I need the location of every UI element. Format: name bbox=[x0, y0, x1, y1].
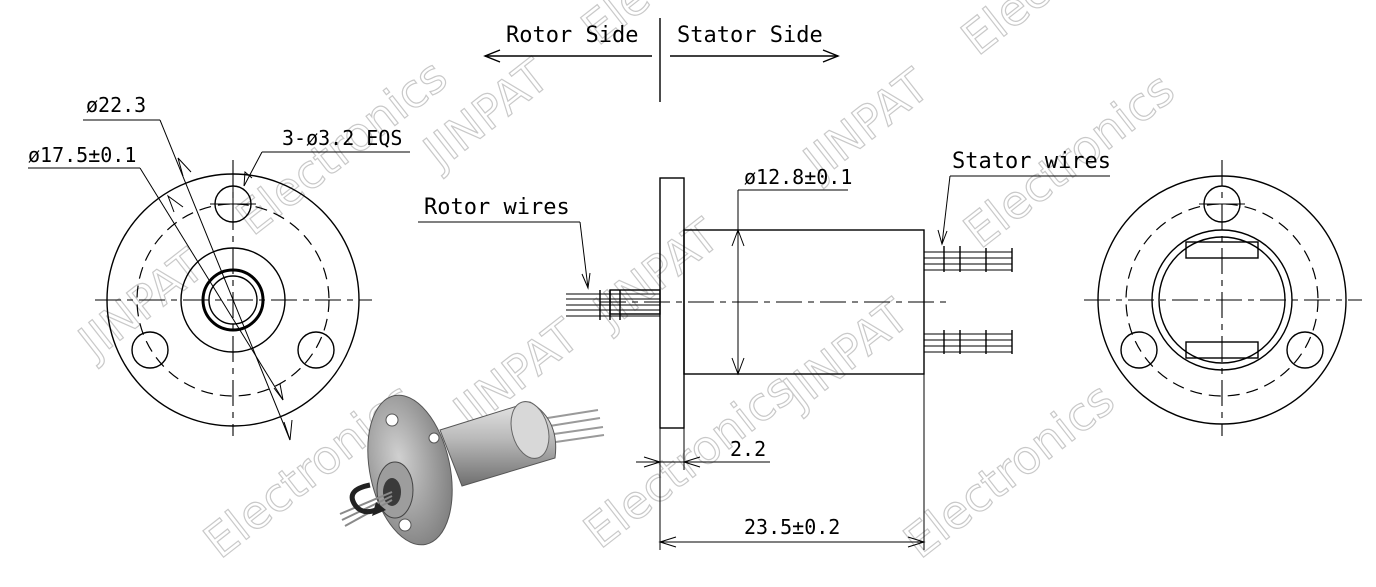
mounting-holes-label: 3-ø3.2 EQS bbox=[282, 126, 402, 150]
watermark-word: Electronics bbox=[951, 0, 1182, 66]
mounting-hole bbox=[297, 331, 335, 369]
mounting-hole bbox=[1120, 331, 1158, 369]
side-indicator: Rotor Side Stator Side bbox=[483, 18, 840, 102]
stator-wire-bundle-upper bbox=[924, 246, 1013, 272]
watermark-word: Electronics bbox=[894, 372, 1125, 569]
rotor-side-label: Rotor Side bbox=[506, 23, 638, 48]
stator-end-view bbox=[1084, 160, 1362, 436]
dia-17-5-label: ø17.5±0.1 bbox=[28, 143, 136, 167]
dim-23-5-label: 23.5±0.2 bbox=[744, 515, 840, 539]
watermark-brand: JINPAT bbox=[581, 208, 729, 341]
rotor-wire-bundle bbox=[566, 290, 660, 320]
dia-12-8-label: ø12.8±0.1 bbox=[744, 165, 852, 189]
dia-22-3-label: ø22.3 bbox=[86, 93, 146, 117]
rotor-wires-label: Rotor wires bbox=[424, 195, 570, 220]
product-photo-render bbox=[339, 394, 605, 546]
rotor-end-view: ø22.3 ø17.5±0.1 3-ø3.2 EQS bbox=[28, 93, 410, 441]
watermark-layer: JINPAT Electronics JINPAT Electronics JI… bbox=[66, 0, 1185, 569]
watermark-brand: JINPAT bbox=[66, 238, 214, 371]
mounting-hole bbox=[1286, 331, 1324, 369]
side-view: Rotor wires Stator wires ø12.8±0.1 2.2 2… bbox=[418, 149, 1111, 550]
stator-wire-bundle-lower bbox=[924, 330, 1013, 354]
dim-2-2-label: 2.2 bbox=[730, 437, 766, 461]
stator-wires-label: Stator wires bbox=[952, 149, 1111, 174]
mounting-hole bbox=[131, 331, 169, 369]
stator-side-label: Stator Side bbox=[677, 23, 823, 48]
